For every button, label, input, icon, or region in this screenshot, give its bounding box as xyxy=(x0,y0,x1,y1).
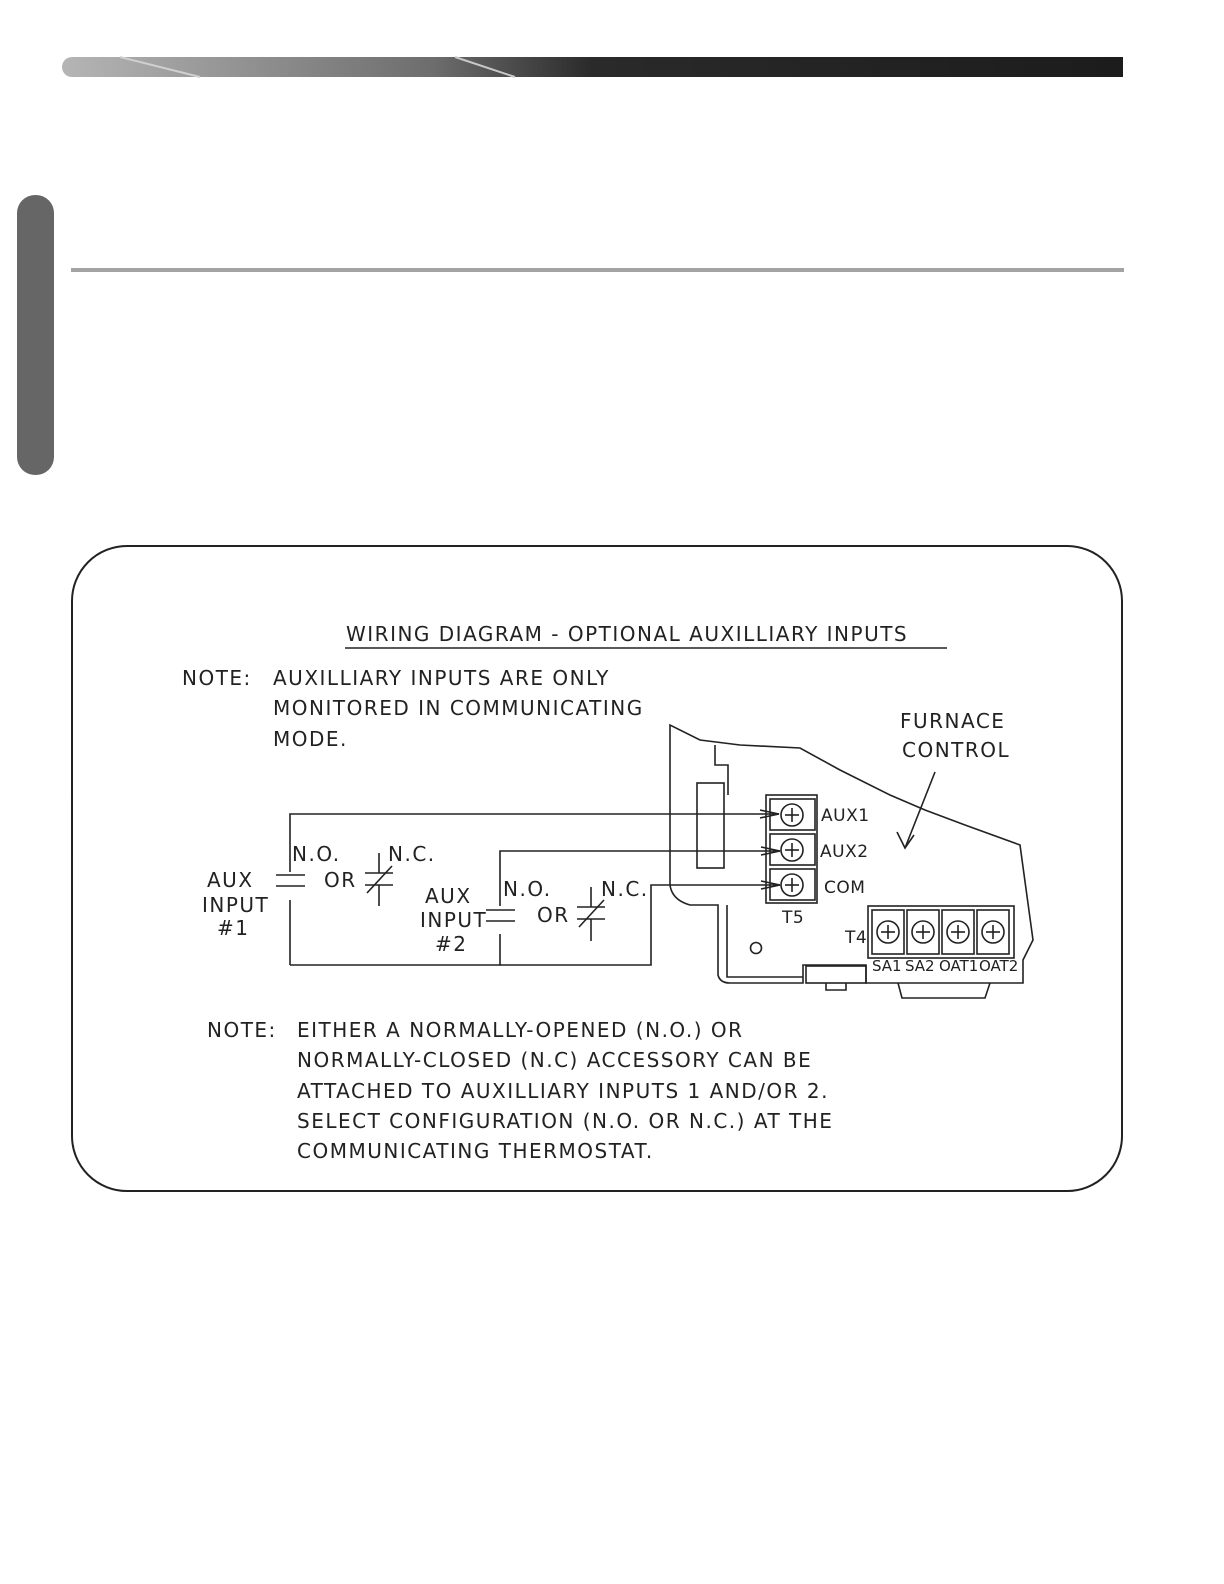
furnace-control-arrowhead xyxy=(896,831,915,850)
screw-icon xyxy=(876,920,900,944)
contact-no-1-label: N.O. xyxy=(292,842,341,866)
furnace-control-line-2: CONTROL xyxy=(902,738,1010,762)
wire-arrow xyxy=(759,809,780,819)
contact-nc-2-label: N.C. xyxy=(601,877,649,901)
terminal-com-label: COM xyxy=(824,878,865,898)
header-band xyxy=(62,56,1123,78)
terminal-block-t4-label: T4 xyxy=(844,928,867,948)
terminal-oat1-label: OAT1 xyxy=(939,957,978,975)
note-bottom-label: NOTE: xyxy=(207,1018,277,1042)
terminal-block-t4 xyxy=(867,905,1015,959)
terminal-block-t5-label: T5 xyxy=(781,908,804,928)
screw-icon xyxy=(981,920,1005,944)
note-top-line-1: AUXILLIARY INPUTS ARE ONLY xyxy=(273,666,610,690)
board-tab xyxy=(825,983,847,991)
note-bottom-line-4: SELECT CONFIGURATION (N.O. OR N.C.) AT T… xyxy=(297,1109,833,1133)
section-divider xyxy=(71,268,1124,272)
aux-input-1-wiring xyxy=(289,813,780,966)
mounting-hole xyxy=(749,941,763,955)
contact-or-1-label: OR xyxy=(324,868,357,892)
terminal-aux2-label: AUX2 xyxy=(820,842,869,862)
diagram-title: WIRING DIAGRAM - OPTIONAL AUXILLIARY INP… xyxy=(346,622,908,646)
contact-no-1-symbol xyxy=(276,872,305,900)
contact-no-2-symbol xyxy=(486,906,515,934)
aux-input-1-line-3: #1 xyxy=(217,916,249,940)
screw-icon xyxy=(911,920,935,944)
terminal-aux1-label: AUX1 xyxy=(821,806,870,826)
aux-input-2-line-3: #2 xyxy=(435,932,467,956)
furnace-control-arrow xyxy=(904,771,936,849)
board-tab-2 xyxy=(897,982,991,999)
screw-icon xyxy=(780,803,804,827)
contact-nc-1-label: N.C. xyxy=(388,842,436,866)
furnace-board-outline xyxy=(669,723,1034,984)
diagram-frame xyxy=(71,545,1123,1192)
note-bottom-line-1: EITHER A NORMALLY-OPENED (N.O.) OR xyxy=(297,1018,744,1042)
contact-no-2-label: N.O. xyxy=(503,877,552,901)
terminal-sa2-label: SA2 xyxy=(905,957,935,975)
note-bottom-line-2: NORMALLY-CLOSED (N.C) ACCESSORY CAN BE xyxy=(297,1048,812,1072)
screw-icon xyxy=(780,838,804,862)
board-connector xyxy=(805,965,867,984)
contact-or-2-label: OR xyxy=(537,903,570,927)
contact-nc-2-symbol xyxy=(577,887,605,941)
contact-nc-1-symbol xyxy=(365,853,393,906)
furnace-control-line-1: FURNACE xyxy=(900,709,1005,733)
note-top-line-3: MODE. xyxy=(273,727,348,751)
terminal-oat2-label: OAT2 xyxy=(979,957,1018,975)
aux-input-2-line-2: INPUT xyxy=(420,908,487,932)
note-bottom-line-5: COMMUNICATING THERMOSTAT. xyxy=(297,1139,654,1163)
wire-arrow xyxy=(760,846,781,856)
note-bottom-line-3: ATTACHED TO AUXILLIARY INPUTS 1 AND/OR 2… xyxy=(297,1079,829,1103)
aux-input-1-line-2: INPUT xyxy=(202,893,269,917)
note-top-label: NOTE: xyxy=(182,666,252,690)
screw-icon xyxy=(780,873,804,897)
aux-input-1-line-1: AUX xyxy=(207,868,254,892)
wire-arrow xyxy=(760,880,781,890)
board-trace xyxy=(714,745,729,795)
screw-icon xyxy=(946,920,970,944)
board-component xyxy=(696,782,725,869)
side-tab xyxy=(17,195,54,475)
note-top-line-2: MONITORED IN COMMUNICATING xyxy=(273,696,644,720)
aux-input-2-line-1: AUX xyxy=(425,884,472,908)
terminal-sa1-label: SA1 xyxy=(872,957,902,975)
furnace-board-edge xyxy=(726,905,803,978)
